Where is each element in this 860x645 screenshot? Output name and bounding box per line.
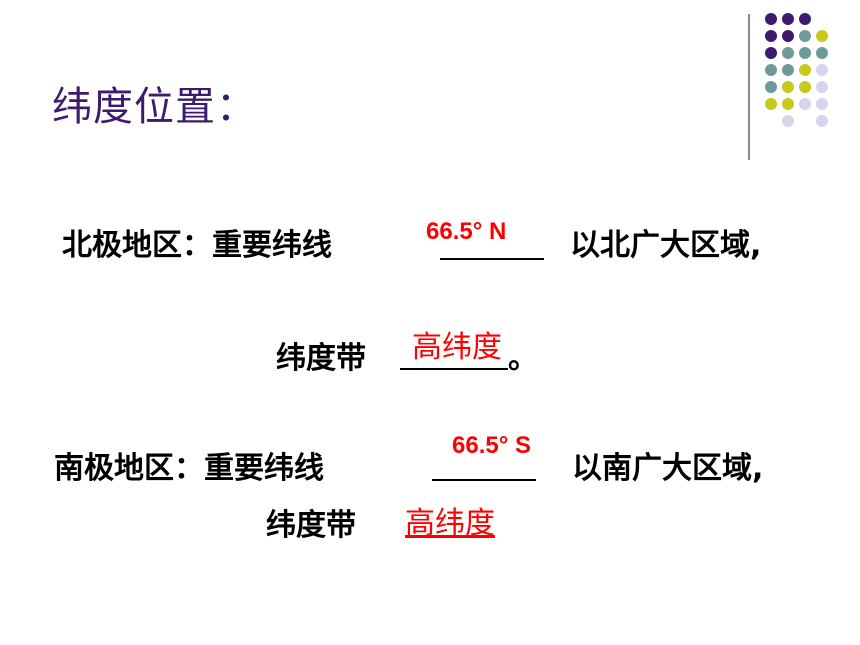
dot xyxy=(799,98,811,110)
slide-title: 纬度位置： xyxy=(52,84,257,130)
south-suffix: 以南广大区域, xyxy=(572,451,764,486)
dot xyxy=(799,47,811,59)
north-band-label: 纬度带 xyxy=(276,341,366,376)
dot xyxy=(816,115,828,127)
north-period: 。 xyxy=(508,341,538,376)
dot xyxy=(782,64,794,76)
north-latitude-answer: 66.5° N xyxy=(426,218,507,245)
dot xyxy=(816,81,828,93)
dot xyxy=(816,64,828,76)
north-band-answer: 高纬度 xyxy=(412,330,502,365)
dot xyxy=(782,47,794,59)
south-band-answer: 高纬度 xyxy=(405,506,495,541)
dot xyxy=(765,81,777,93)
south-prefix: 南极地区：重要纬线 xyxy=(54,451,324,486)
south-latitude-answer: 66.5° S xyxy=(452,432,531,459)
dot xyxy=(816,98,828,110)
dot xyxy=(782,30,794,42)
dot xyxy=(765,30,777,42)
dot xyxy=(816,30,828,42)
south-latitude-blank xyxy=(432,479,536,481)
dot xyxy=(799,13,811,25)
dot xyxy=(799,64,811,76)
dot xyxy=(765,98,777,110)
dot xyxy=(799,81,811,93)
dot xyxy=(782,81,794,93)
divider-line xyxy=(748,14,750,160)
north-prefix: 北极地区：重要纬线 xyxy=(62,228,332,263)
dot xyxy=(816,47,828,59)
north-latitude-blank xyxy=(440,258,544,260)
dot xyxy=(765,47,777,59)
dot xyxy=(765,13,777,25)
dot xyxy=(782,13,794,25)
dot xyxy=(782,115,794,127)
dot xyxy=(799,30,811,42)
dot xyxy=(765,64,777,76)
dot xyxy=(782,98,794,110)
north-band-blank xyxy=(400,368,508,370)
north-suffix: 以北广大区域, xyxy=(570,228,762,263)
south-band-label: 纬度带 xyxy=(266,508,356,543)
